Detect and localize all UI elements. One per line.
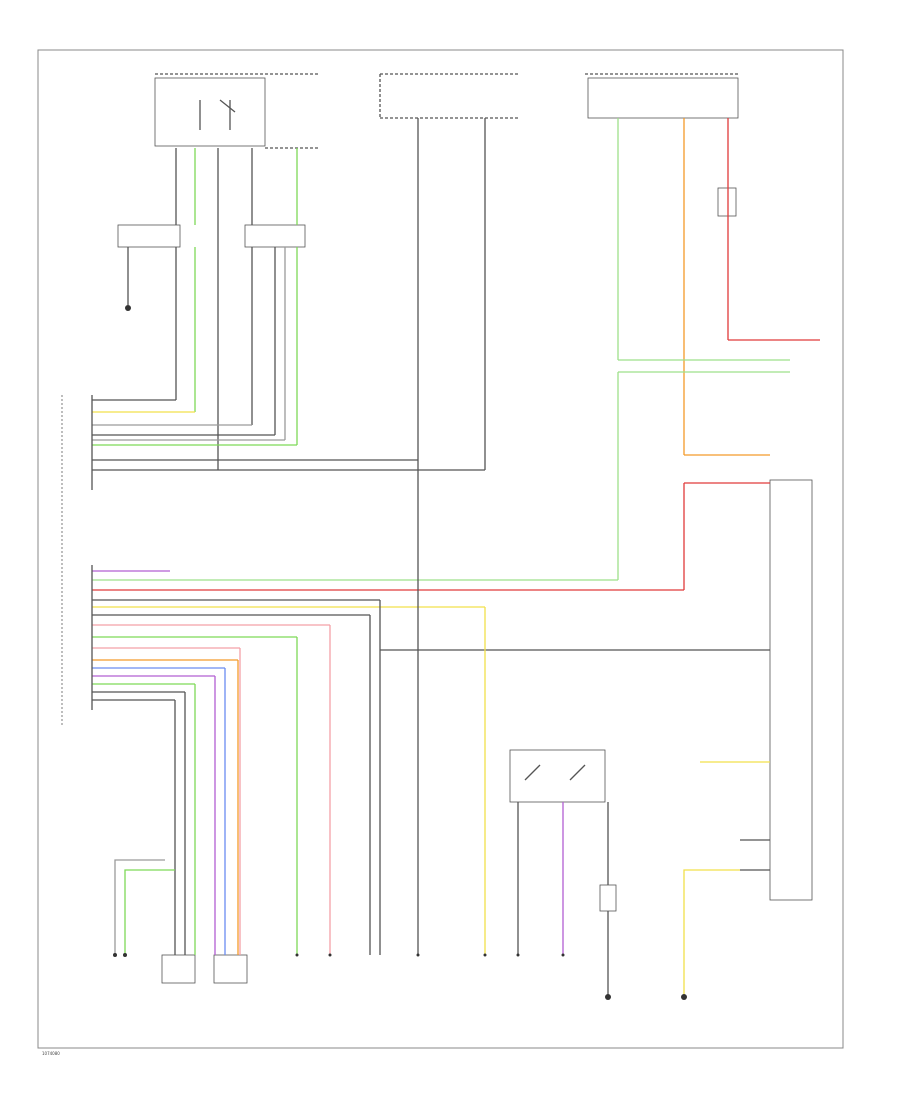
relay-block-top-right [717, 187, 737, 217]
terminal-dots [113, 305, 687, 1000]
top-relay-box-left [154, 73, 320, 149]
connector-pins-left [61, 395, 93, 725]
wires-connector-down [127, 247, 298, 445]
wires-lower-bundle [92, 372, 685, 701]
control-module-right [769, 479, 813, 901]
connector-block-middle [244, 224, 306, 248]
wires-vertical-top [175, 118, 729, 470]
connector-block-center-right [509, 749, 606, 803]
switch-contacts [524, 764, 586, 781]
top-relay-box-right [585, 73, 740, 119]
connector-block-left [117, 224, 181, 248]
wires-lower-vertical [114, 460, 740, 995]
switch-block-right [599, 884, 617, 912]
diagram-frame [37, 49, 844, 1049]
top-fuse-box-middle [379, 73, 520, 119]
sensor-block-bottom-left-b [213, 954, 248, 984]
wires-upper-bundle [92, 399, 485, 471]
footer-code: 1074080 [42, 1051, 60, 1056]
sensor-block-bottom-left-a [161, 954, 196, 984]
wires-right-module [380, 339, 820, 871]
